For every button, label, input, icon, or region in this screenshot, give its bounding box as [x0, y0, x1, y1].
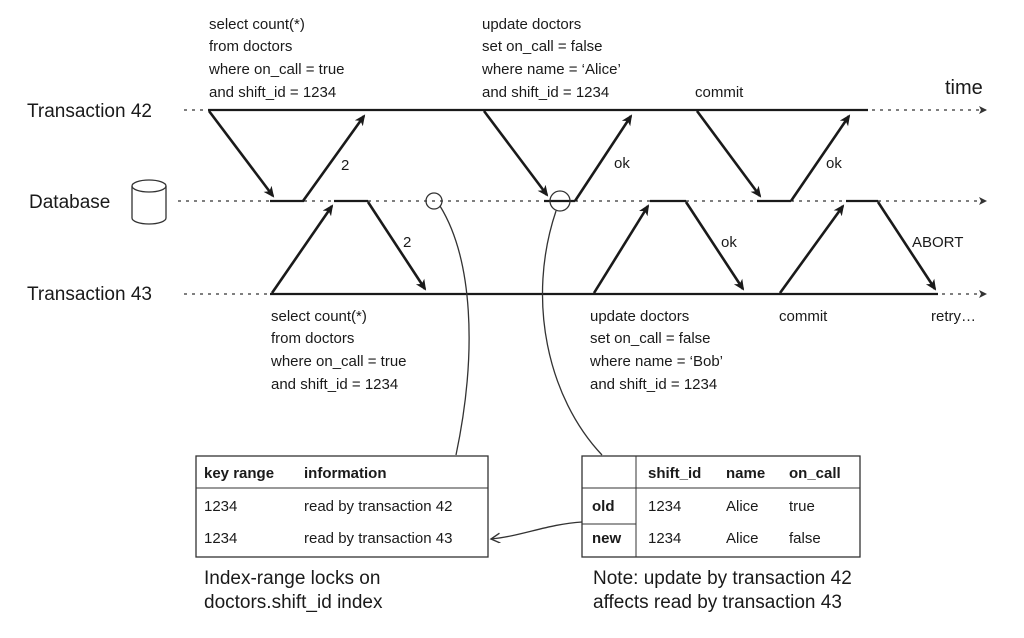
row-table-caption-line2: affects read by transaction 43: [593, 592, 842, 613]
row-table-cell: true: [789, 498, 815, 515]
response-ok-t43-update: ok: [721, 234, 737, 251]
arrow-t42-commit-request: [695, 110, 762, 198]
t42-update-query: update doctors set on_call = false where…: [481, 16, 621, 101]
lane-label-database: Database: [29, 192, 110, 213]
row-table-caption-line1: Note: update by transaction 42: [593, 568, 852, 589]
lock-table-cell: read by transaction 42: [304, 498, 452, 515]
arrow-t42-update-response: [573, 114, 633, 202]
row-table-cell: Alice: [726, 498, 759, 515]
svg-text:set on_call = false: set on_call = false: [482, 38, 603, 55]
response-ok-t42-update: ok: [614, 155, 630, 172]
svg-text:set on_call = false: set on_call = false: [590, 330, 711, 347]
svg-text:where name = ‘Alice’: where name = ‘Alice’: [481, 61, 621, 78]
row-table-header-on-call: on_call: [789, 465, 841, 482]
response-ok-t42-commit: ok: [826, 155, 842, 172]
row-table-cell: Alice: [726, 530, 759, 547]
response-count-t42: 2: [341, 157, 349, 174]
t42-select-query: select count(*) from doctors where on_ca…: [208, 16, 345, 101]
svg-text:where on_call = true: where on_call = true: [208, 61, 345, 78]
arrow-t42-commit-response: [789, 114, 851, 202]
row-table-cell: 1234: [648, 498, 681, 515]
arrow-new-row-to-lock: [491, 521, 583, 539]
arrow-t43-select-request: [270, 204, 334, 294]
lock-table-header-information: information: [304, 465, 387, 482]
response-count-t43: 2: [403, 234, 411, 251]
connector-update: [541, 210, 603, 456]
lock-table-caption-line2: doctors.shift_id index: [204, 592, 383, 613]
arrow-t43-select-response: [366, 201, 427, 291]
svg-text:where on_call = true: where on_call = true: [270, 353, 407, 370]
row-table-label-new: new: [592, 530, 622, 547]
connector-index-lock: [439, 205, 470, 456]
lock-table-cell: read by transaction 43: [304, 530, 452, 547]
svg-text:from doctors: from doctors: [209, 38, 292, 55]
response-abort-t43: ABORT: [912, 234, 963, 251]
svg-text:and shift_id = 1234: and shift_id = 1234: [590, 376, 717, 393]
time-label: time: [945, 77, 983, 99]
lock-table-caption-line1: Index-range locks on: [204, 568, 380, 589]
lane-label-transaction-43: Transaction 43: [27, 284, 152, 305]
lock-table-cell: 1234: [204, 530, 237, 547]
arrow-t42-select-request: [207, 110, 275, 198]
lock-table-cell: 1234: [204, 498, 237, 515]
t43-select-query: select count(*) from doctors where on_ca…: [270, 308, 407, 393]
svg-text:update doctors: update doctors: [590, 308, 689, 325]
callout-circle-index-lock: [425, 192, 443, 210]
t42-commit-label: commit: [695, 84, 744, 101]
arrow-t43-update-response: [684, 201, 745, 291]
arrow-t43-commit-request: [778, 204, 845, 294]
svg-text:and shift_id = 1234: and shift_id = 1234: [209, 84, 336, 101]
arrow-t42-select-response: [301, 114, 366, 202]
svg-text:and shift_id = 1234: and shift_id = 1234: [482, 84, 609, 101]
arrow-t43-abort-response: [876, 201, 937, 291]
row-table-cell: 1234: [648, 530, 681, 547]
row-table-header-name: name: [726, 465, 765, 482]
arrow-t43-update-request: [592, 204, 650, 294]
row-table: shift_id name on_call old 1234 Alice tru…: [581, 455, 861, 558]
t43-update-query: update doctors set on_call = false where…: [589, 308, 723, 393]
row-table-label-old: old: [592, 498, 615, 515]
lock-table-header-key-range: key range: [204, 465, 274, 482]
svg-text:from doctors: from doctors: [271, 330, 354, 347]
database-icon: [131, 179, 167, 225]
t43-commit-label: commit: [779, 308, 828, 325]
svg-text:select count(*): select count(*): [209, 16, 305, 33]
lane-label-transaction-42: Transaction 42: [27, 101, 152, 122]
t43-retry-label: retry…: [931, 308, 976, 325]
callout-circle-update: [549, 190, 571, 212]
row-table-header-shift-id: shift_id: [648, 465, 701, 482]
arrow-t42-update-request: [482, 110, 549, 197]
svg-text:update doctors: update doctors: [482, 16, 581, 33]
lock-table: key range information 1234 read by trans…: [195, 455, 489, 558]
svg-text:and shift_id = 1234: and shift_id = 1234: [271, 376, 398, 393]
svg-text:where name = ‘Bob’: where name = ‘Bob’: [589, 353, 723, 370]
row-table-cell: false: [789, 530, 821, 547]
svg-text:select count(*): select count(*): [271, 308, 367, 325]
